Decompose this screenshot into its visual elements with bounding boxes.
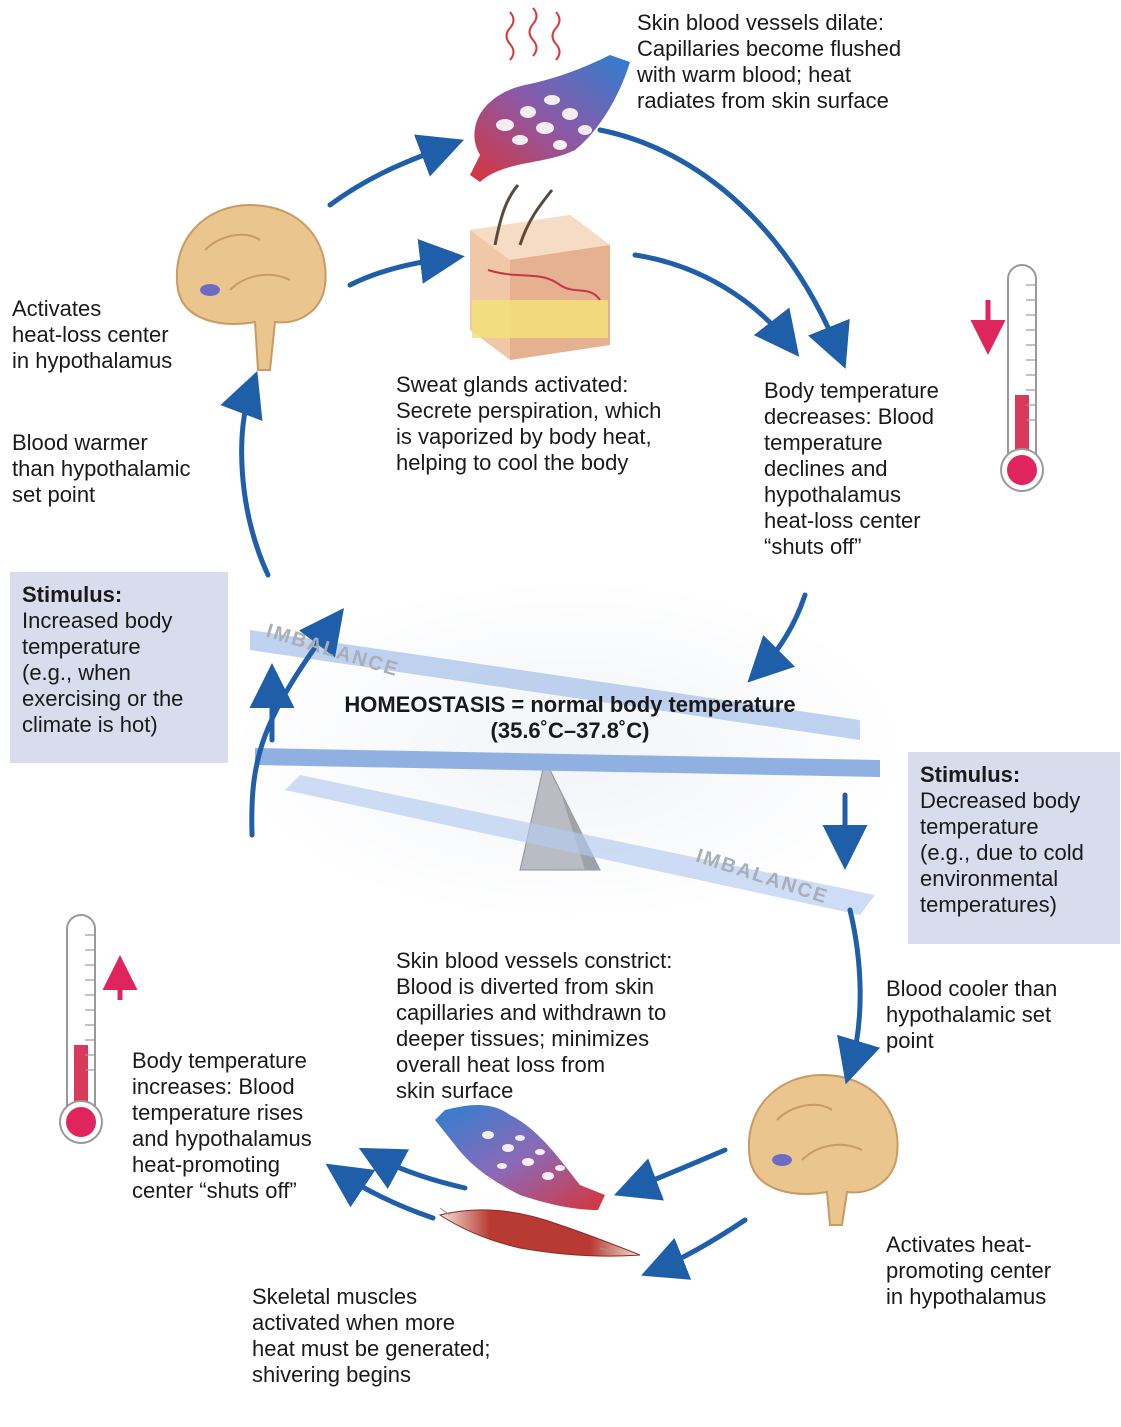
label-blood-cooler: Blood cooler than hypothalamic set point (886, 976, 1058, 1053)
arrow-to-vessels (327, 134, 465, 208)
stimulus-increase-text: Increased body temperature (e.g., when e… (22, 608, 184, 737)
thermometer-increase-icon (59, 914, 138, 1144)
seesaw (250, 630, 880, 915)
seesaw-beam-upper (255, 748, 880, 777)
skeletal-muscle-icon (438, 1207, 641, 1257)
arrow-to-sweat (347, 239, 465, 288)
arrow-muscle-to-increase (325, 1163, 436, 1221)
seesaw-beam-lower (285, 775, 875, 915)
label-activates-heat-loss: Activates heat-loss center in hypothalam… (12, 296, 173, 373)
homeostasis-label: HOMEOSTASIS = normal body temperature (3… (282, 692, 858, 744)
arrow-vessels-to-decrease (597, 127, 850, 369)
dilated-blood-vessels-icon (470, 55, 630, 182)
arrow-constrict-to-increase (358, 1147, 468, 1191)
skin-sweat-glands-icon (470, 184, 610, 360)
arrow-blood-cooler (837, 907, 881, 1085)
label-sweat-glands: Sweat glands activated: Secrete perspira… (396, 372, 662, 475)
heat-waves-icon (505, 7, 561, 61)
label-temp-increases: Body temperature increases: Blood temper… (132, 1048, 312, 1203)
label-temp-decreases: Body temperature decreases: Blood temper… (764, 378, 939, 559)
label-blood-warmer: Blood warmer than hypothalamic set point (12, 430, 191, 507)
arrow-to-constrict (613, 1147, 728, 1201)
feedback-arrows (220, 127, 881, 1280)
stimulus-decrease-text: Decreased body temperature (e.g., due to… (920, 788, 1084, 917)
arrow-sweat-to-decrease (632, 252, 800, 357)
label-vessels-dilate: Skin blood vessels dilate: Capillaries b… (637, 10, 902, 113)
homeostasis-range: (35.6˚C–37.8˚C) (490, 718, 650, 743)
stimulus-increase-box: Stimulus: Increased body temperature (e.… (10, 572, 228, 763)
arrow-decrease-to-homeostasis (747, 592, 808, 683)
arrow-blood-warmer (220, 370, 271, 578)
label-activates-heat-promoting: Activates heat- promoting center in hypo… (886, 1232, 1052, 1309)
stimulus-decrease-box: Stimulus: Decreased body temperature (e.… (908, 752, 1120, 944)
brain-icon-heat-promoting (747, 1073, 899, 1226)
label-vessels-constrict: Skin blood vessels constrict: Blood is d… (396, 948, 673, 1103)
arrow-increase-to-homeostasis (249, 607, 344, 838)
homeostasis-line1: HOMEOSTASIS = normal body temperature (344, 692, 796, 717)
stimulus-increase-title: Stimulus: (22, 582, 123, 607)
brain-icon-heat-loss (175, 203, 327, 371)
label-skeletal-muscles: Skeletal muscles activated when more hea… (252, 1284, 491, 1387)
stimulus-decrease-title: Stimulus: (920, 762, 1021, 787)
thermometer-decrease-icon (970, 264, 1044, 492)
constricted-blood-vessels-icon (435, 1105, 605, 1210)
arrow-to-muscle (641, 1217, 748, 1280)
seesaw-beam-tilted (250, 630, 860, 740)
